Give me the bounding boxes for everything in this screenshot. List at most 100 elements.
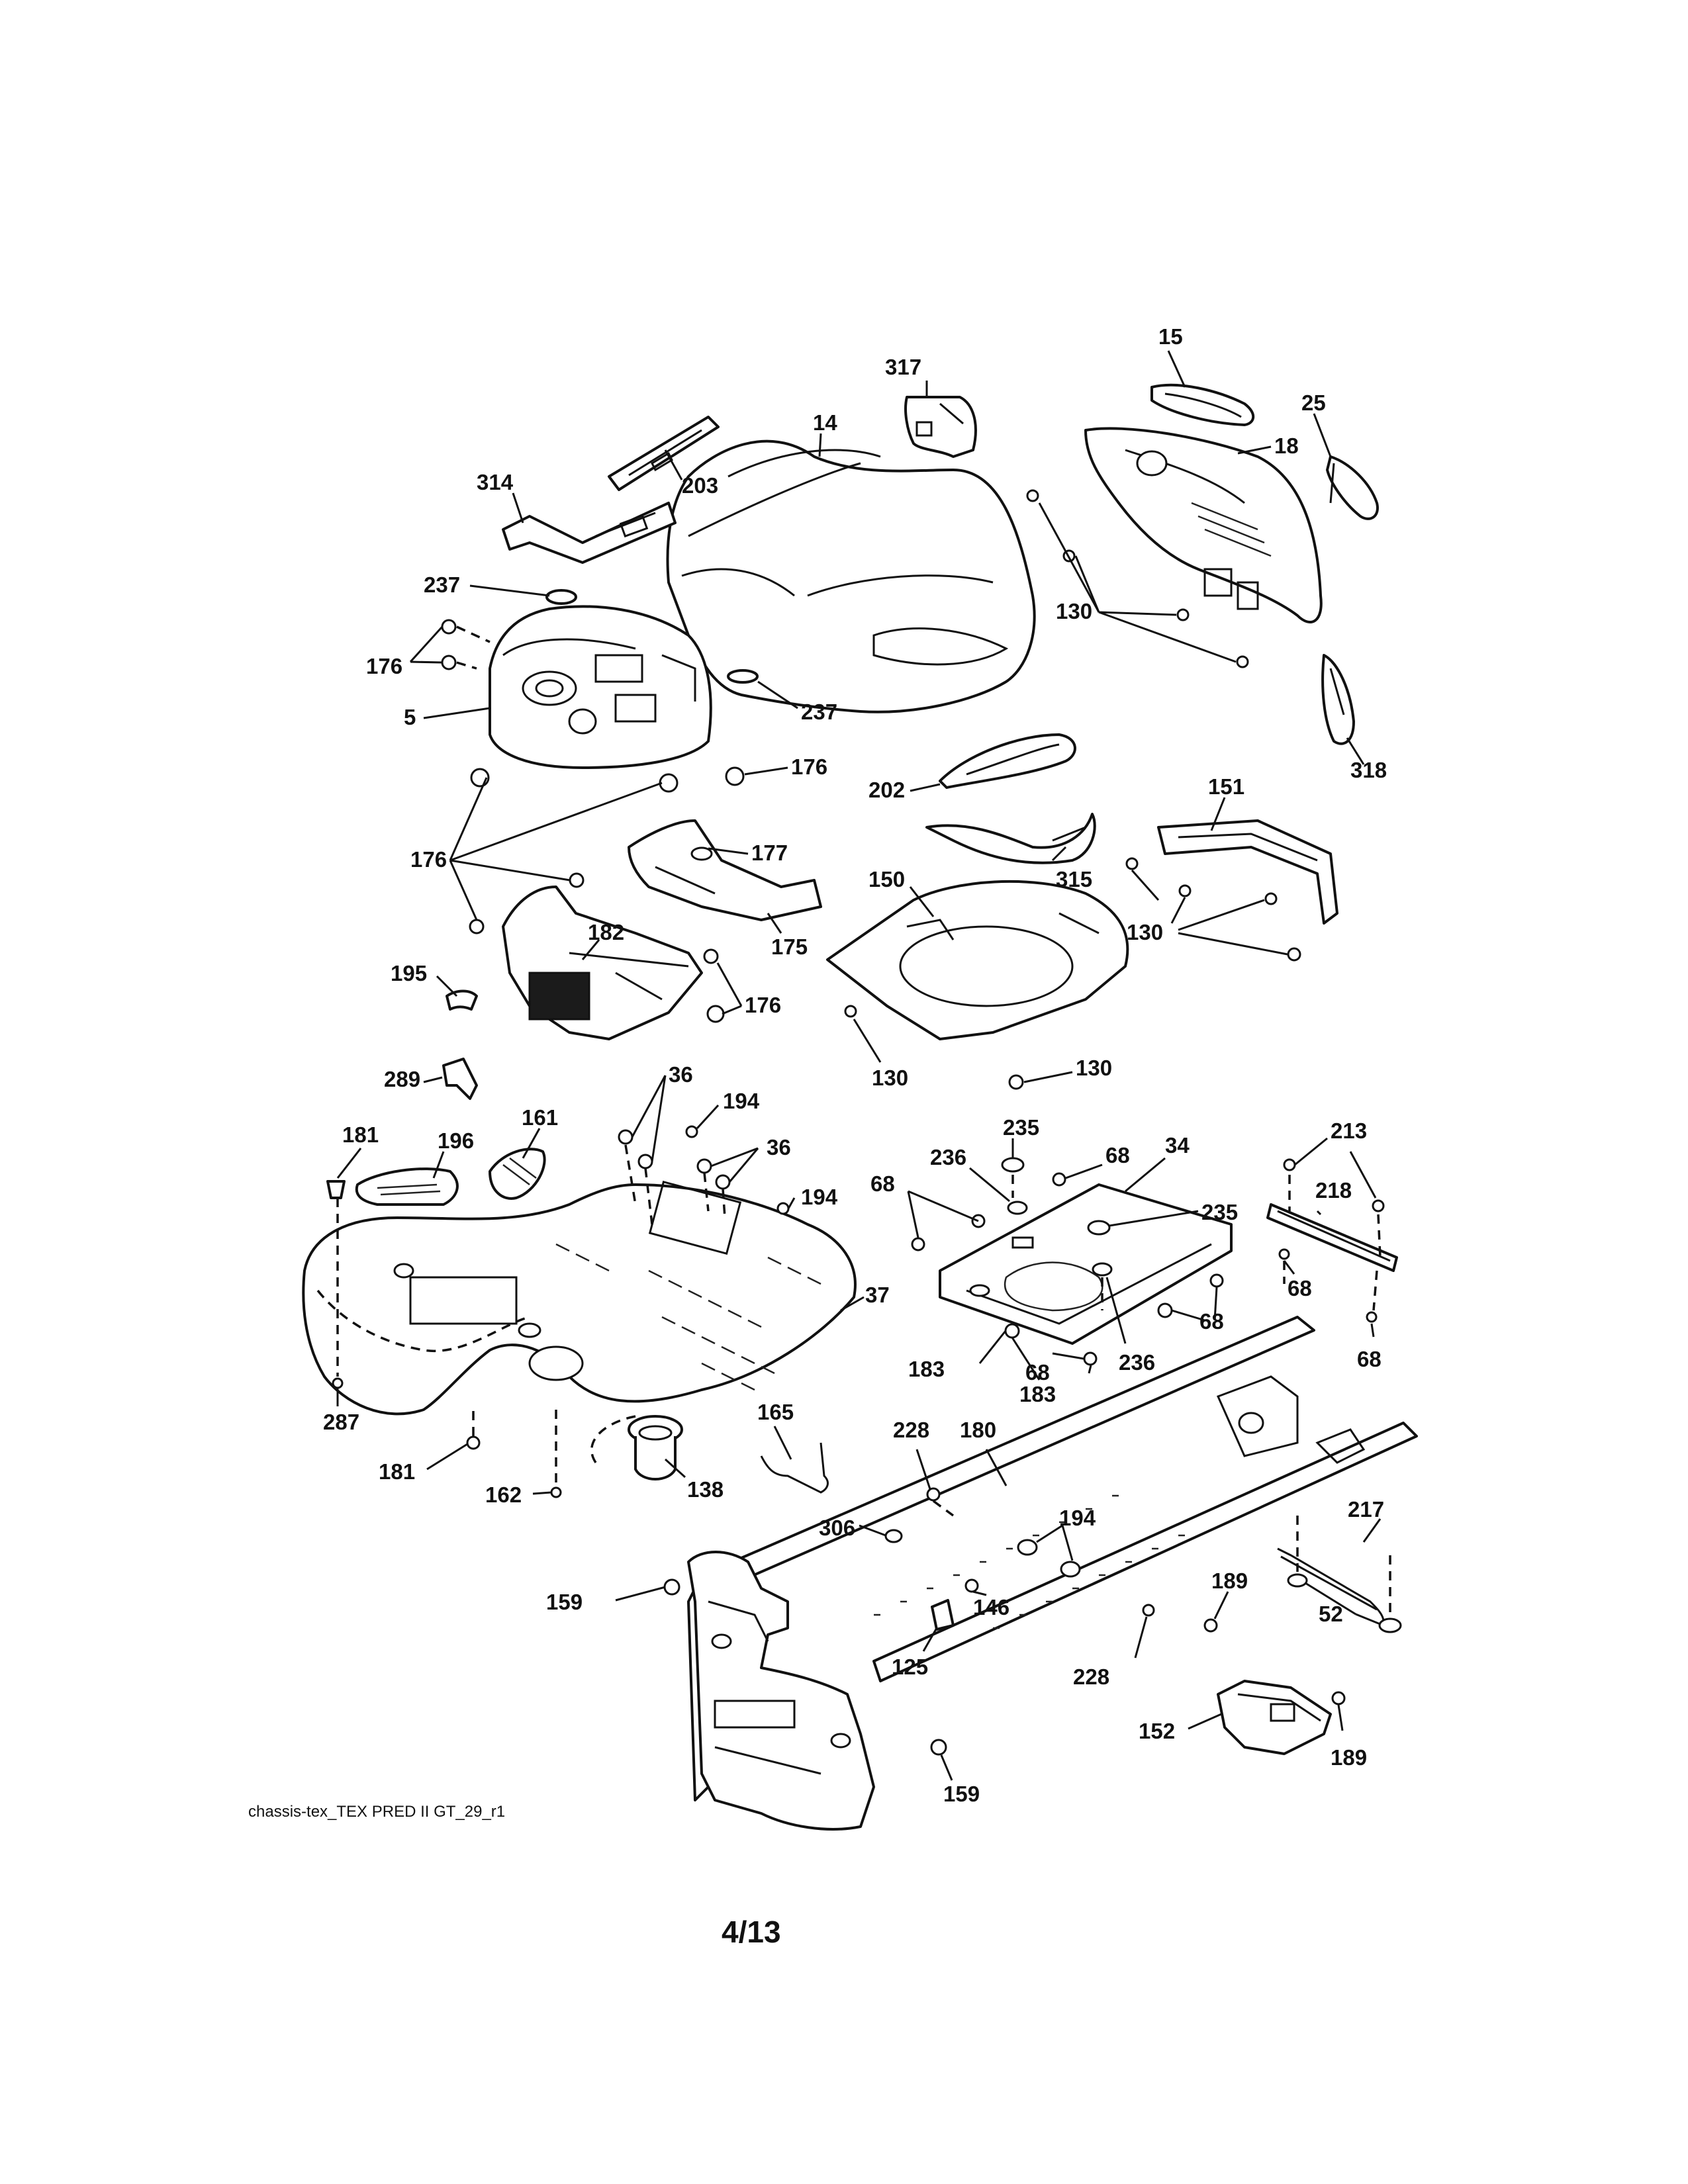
callout-213: 213 bbox=[1331, 1118, 1367, 1143]
leader-lines bbox=[336, 350, 1382, 1781]
part-5-dash-panel bbox=[489, 605, 712, 769]
part-151-bracket bbox=[1157, 819, 1338, 925]
callout-151: 151 bbox=[1208, 774, 1244, 799]
callout-317: 317 bbox=[885, 355, 921, 379]
callout-68-a: 68 bbox=[1105, 1143, 1130, 1167]
part-18-front-grille bbox=[1084, 427, 1323, 623]
callout-203: 203 bbox=[682, 473, 718, 498]
part-218-bracket bbox=[1266, 1203, 1398, 1272]
callout-68-d: 68 bbox=[1288, 1276, 1312, 1300]
callout-176-a: 176 bbox=[366, 654, 402, 678]
callout-195: 195 bbox=[391, 961, 427, 985]
callout-189-a: 189 bbox=[1211, 1569, 1248, 1593]
part-195-clip bbox=[445, 989, 478, 1011]
assembly-dashed-lines bbox=[336, 625, 1391, 1615]
callout-306: 306 bbox=[819, 1516, 855, 1540]
part-180-frame bbox=[687, 1316, 1418, 1831]
part-202-trim bbox=[939, 733, 1076, 789]
callout-181-a: 181 bbox=[342, 1122, 379, 1147]
callout-194-b: 194 bbox=[801, 1185, 838, 1209]
callout-15: 15 bbox=[1158, 324, 1183, 349]
callout-146: 146 bbox=[973, 1595, 1009, 1619]
part-237-plug-a bbox=[545, 589, 577, 605]
part-14-hood bbox=[666, 439, 1036, 713]
callout-125: 125 bbox=[892, 1655, 928, 1679]
callout-68-f: 68 bbox=[1357, 1347, 1382, 1371]
callout-228-a: 228 bbox=[893, 1418, 929, 1442]
callout-315: 315 bbox=[1056, 867, 1092, 891]
callout-181-b: 181 bbox=[379, 1459, 415, 1484]
callout-36-a: 36 bbox=[669, 1062, 693, 1087]
part-237-plug-b bbox=[727, 669, 759, 684]
callout-130-c: 130 bbox=[872, 1066, 908, 1090]
callout-235-a: 235 bbox=[1003, 1115, 1039, 1140]
callout-18: 18 bbox=[1274, 433, 1299, 458]
callout-130-b: 130 bbox=[1127, 920, 1163, 944]
callout-130-d: 130 bbox=[1076, 1056, 1112, 1080]
callout-159-a: 159 bbox=[546, 1590, 583, 1614]
callout-161: 161 bbox=[522, 1105, 558, 1130]
callout-196: 196 bbox=[438, 1128, 474, 1153]
callout-37: 37 bbox=[865, 1283, 890, 1307]
callout-236-b: 236 bbox=[1119, 1350, 1155, 1375]
callout-152: 152 bbox=[1139, 1719, 1175, 1743]
part-182-lower-dash bbox=[502, 886, 703, 1040]
callout-228-b: 228 bbox=[1073, 1664, 1109, 1689]
page-number: 4/13 bbox=[722, 1915, 781, 1949]
callout-68-e: 68 bbox=[1025, 1360, 1050, 1385]
part-152-cover bbox=[1217, 1680, 1332, 1755]
part-317-bracket bbox=[904, 396, 977, 458]
part-314-bracket bbox=[502, 502, 677, 564]
part-175-bracket bbox=[628, 819, 822, 921]
callout-68-c: 68 bbox=[1199, 1309, 1224, 1334]
part-165-rod bbox=[760, 1442, 829, 1494]
callout-labels: 14 15 25 317 18 314 203 237 176 5 237 17… bbox=[323, 324, 1387, 1806]
callout-237-a: 237 bbox=[424, 572, 460, 597]
callout-236-a: 236 bbox=[930, 1145, 966, 1169]
callout-176-c: 176 bbox=[410, 847, 447, 872]
callout-175: 175 bbox=[771, 934, 808, 959]
callout-150: 150 bbox=[868, 867, 905, 891]
part-289-clip bbox=[442, 1058, 478, 1100]
callout-237-b: 237 bbox=[801, 700, 837, 724]
callout-183-a: 183 bbox=[908, 1357, 945, 1381]
callout-177: 177 bbox=[751, 841, 788, 865]
part-318-side-panel bbox=[1321, 654, 1355, 745]
part-161-pedal bbox=[489, 1148, 546, 1200]
callout-34: 34 bbox=[1165, 1133, 1190, 1158]
callout-318: 318 bbox=[1350, 758, 1387, 782]
callout-287: 287 bbox=[323, 1410, 359, 1434]
callout-182: 182 bbox=[588, 920, 624, 944]
callout-14: 14 bbox=[813, 410, 837, 435]
part-203-bracket bbox=[608, 416, 720, 491]
part-196-pad bbox=[355, 1167, 459, 1206]
callout-202: 202 bbox=[868, 778, 905, 802]
callout-130-a: 130 bbox=[1056, 599, 1092, 623]
callout-52: 52 bbox=[1319, 1602, 1343, 1626]
callout-25: 25 bbox=[1301, 390, 1326, 415]
callout-217: 217 bbox=[1348, 1497, 1384, 1522]
part-37-footboard bbox=[302, 1180, 857, 1416]
part-34-plate bbox=[939, 1183, 1233, 1345]
callout-194-c: 194 bbox=[1059, 1506, 1096, 1530]
callout-36-b: 36 bbox=[767, 1135, 791, 1160]
part-15-trim bbox=[1150, 383, 1255, 426]
callout-176-d: 176 bbox=[745, 993, 781, 1017]
callout-165: 165 bbox=[757, 1400, 794, 1424]
part-25-lens bbox=[1326, 455, 1379, 520]
part-315-trim bbox=[925, 813, 1096, 864]
callout-5: 5 bbox=[404, 705, 416, 729]
callout-314: 314 bbox=[477, 470, 514, 494]
callout-194-a: 194 bbox=[723, 1089, 760, 1113]
callout-183-b: 183 bbox=[1019, 1382, 1056, 1406]
part-150-shroud bbox=[826, 880, 1129, 1040]
part-138-grommet bbox=[628, 1415, 683, 1480]
callout-289: 289 bbox=[384, 1067, 420, 1091]
callout-235-b: 235 bbox=[1201, 1200, 1238, 1224]
callout-218: 218 bbox=[1315, 1178, 1352, 1203]
callout-138: 138 bbox=[687, 1477, 724, 1502]
callout-159-b: 159 bbox=[943, 1782, 980, 1806]
callout-162: 162 bbox=[485, 1482, 522, 1507]
